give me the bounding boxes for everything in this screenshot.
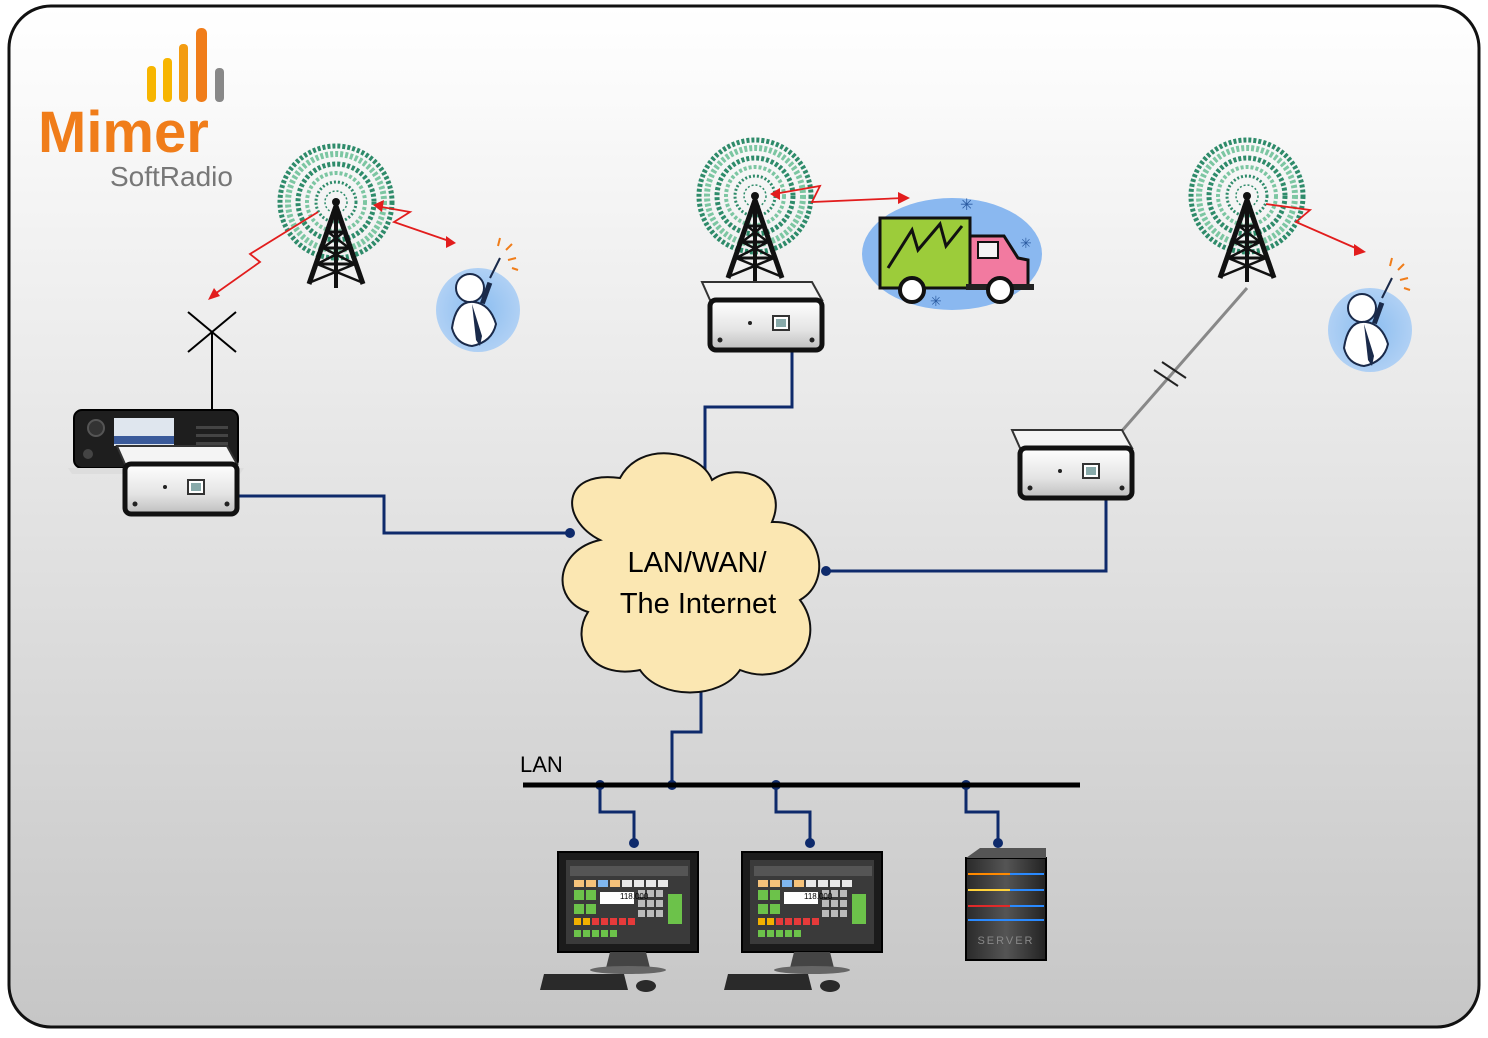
- server-icon: SERVER: [965, 848, 1047, 961]
- svg-text:✳: ✳: [930, 293, 942, 309]
- network-cables: [198, 328, 1108, 843]
- logo-brand: Mimer: [38, 100, 209, 165]
- workstation-frequency: 118.000: [620, 892, 649, 901]
- cloud-label-line2: The Internet: [620, 588, 776, 620]
- truck-icon: ✳ ✳ ✳: [862, 197, 1042, 310]
- radio-link-left: [211, 205, 453, 297]
- workstation-frequency: 118.000: [804, 892, 833, 901]
- svg-text:✳: ✳: [1020, 235, 1032, 251]
- mimer-softradio-logo: Mimer SoftRadio: [38, 28, 233, 192]
- logo-product: SoftRadio: [110, 161, 233, 192]
- gateway-box-icon: [702, 282, 822, 350]
- cloud-label-line1: LAN/WAN/: [627, 547, 767, 579]
- radio-link-right: [1265, 203, 1361, 251]
- lan-label: LAN: [520, 752, 563, 777]
- antenna-icon: [187, 311, 237, 412]
- svg-text:✳: ✳: [960, 197, 973, 214]
- radio-link-middle: [773, 184, 905, 203]
- wired-link-right: [1112, 287, 1249, 441]
- server-label: SERVER: [977, 935, 1034, 947]
- gateway-box-icon: [1012, 430, 1132, 498]
- cloud-icon: LAN/WAN/ The Internet: [561, 452, 821, 694]
- gateway-box-icon: [117, 446, 237, 514]
